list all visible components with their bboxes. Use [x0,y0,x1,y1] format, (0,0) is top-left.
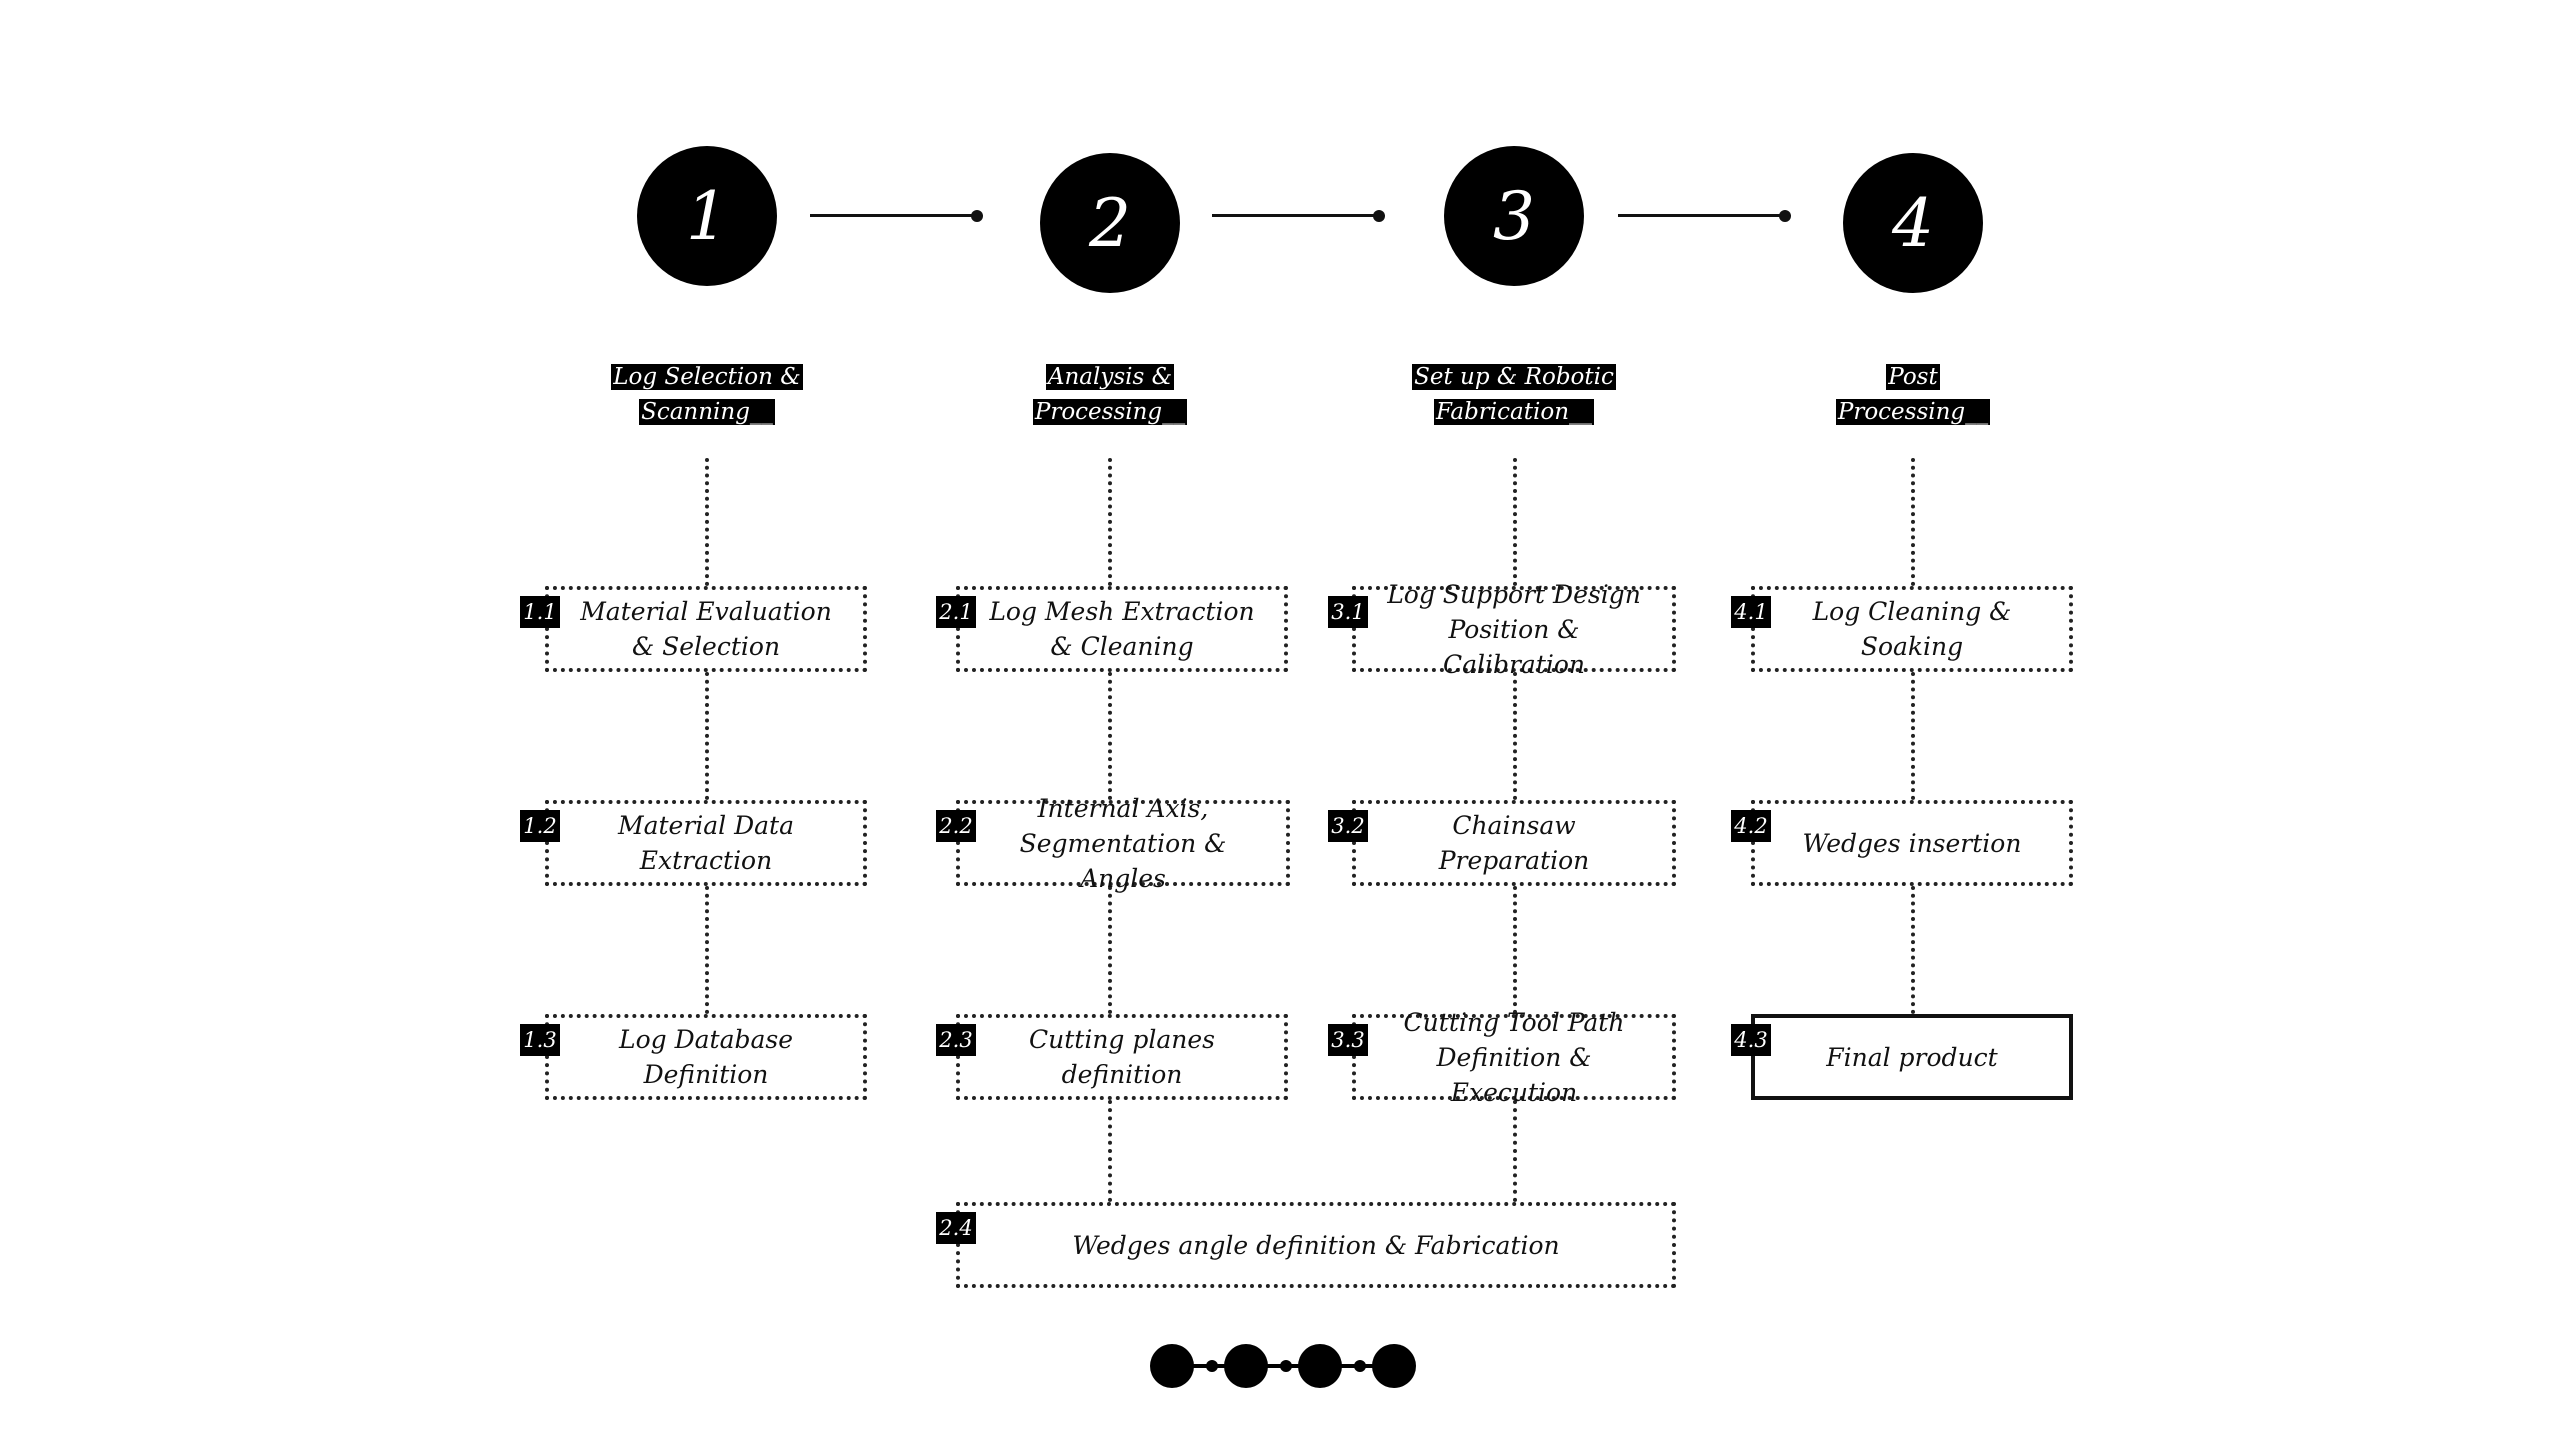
step-2-4-badge: 2.4 [936,1212,976,1244]
connector-2-1-to-2-2 [1108,672,1112,800]
step-2-2-text: Internal Axis, Segmentation & Angles [1019,793,1227,893]
connector-1-2-to-1-3 [705,886,709,1014]
step-1-2-box: Material Data Extraction [545,800,867,886]
phase-1-number: 1 [686,177,728,255]
connector-3-label-to-3-1 [1513,458,1517,586]
phase-connector-3-4 [1618,214,1786,217]
step-3-3-badge: 3.3 [1328,1024,1368,1056]
connector-1-label-to-1-1 [705,458,709,586]
connector-2-3-to-2-4 [1108,1100,1112,1202]
step-3-3-box: Cutting Tool Path Definition & Execution [1352,1008,1676,1107]
pager-dot-1[interactable] [1150,1344,1194,1388]
phase-1-label-line1: Log Selection & [611,364,803,390]
phase-3-label: Set up & Robotic Fabrication__ [1384,360,1644,430]
connector-4-label-to-4-1 [1911,458,1915,586]
connector-4-2-to-4-3 [1911,886,1915,1014]
step-4-2-box: Wedges insertion [1751,800,2073,886]
connector-3-2-to-3-3 [1513,886,1517,1014]
step-3-2-badge: 3.2 [1328,810,1368,842]
step-1-1-box: Material Evaluation & Selection [545,586,867,672]
phase-4-circle: 4 [1843,153,1983,293]
phase-2-label: Analysis & Processing__ [980,360,1240,430]
step-4-1-text: Log Cleaning & Soaking [1812,597,2012,661]
step-1-3-text: Log Database Definition [618,1025,794,1089]
phase-4-label-line2: Processing__ [1835,399,1991,425]
step-4-1-badge: 4.1 [1731,596,1771,628]
connector-1-1-to-1-2 [705,672,709,800]
phase-2-label-line2: Processing__ [1032,399,1188,425]
step-3-3-text: Cutting Tool Path Definition & Execution [1403,1007,1625,1107]
connector-2-2-to-2-3 [1108,886,1112,1014]
step-3-2-text: Chainsaw Preparation [1438,811,1590,875]
phase-4-label: Post Processing__ [1783,360,2043,430]
step-4-1-box: Log Cleaning & Soaking [1751,586,2073,672]
phase-4-label-line1: Post [1886,364,1940,390]
connector-3-1-to-3-2 [1513,672,1517,800]
step-1-1-text: Material Evaluation & Selection [580,597,832,661]
step-2-3-text: Cutting planes definition [1029,1025,1215,1089]
phase-2-circle: 2 [1040,153,1180,293]
phase-3-number: 3 [1493,177,1535,255]
phase-3-label-line2: Fabrication__ [1433,399,1595,425]
pager-dot-2[interactable] [1224,1344,1268,1388]
phase-connector-1-2 [810,214,978,217]
phase-connector-2-3 [1212,214,1380,217]
step-2-4-text: Wedges angle definition & Fabrication [1072,1230,1560,1260]
step-1-1-badge: 1.1 [520,596,560,628]
step-1-2-badge: 1.2 [520,810,560,842]
step-2-4-box: Wedges angle definition & Fabrication [956,1202,1676,1288]
step-4-2-badge: 4.2 [1731,810,1771,842]
phase-2-label-line1: Analysis & [1045,364,1175,390]
step-3-2-box: Chainsaw Preparation [1352,800,1676,886]
connector-4-1-to-4-2 [1911,672,1915,800]
phase-2-number: 2 [1089,184,1131,262]
step-4-2-text: Wedges insertion [1802,828,2022,858]
pager-dot-3[interactable] [1298,1344,1342,1388]
step-2-2-box: Internal Axis, Segmentation & Angles [956,794,1290,893]
connector-2-label-to-2-1 [1108,458,1112,586]
step-3-1-box: Log Support Design Position & Calibratio… [1352,580,1676,679]
step-2-1-text: Log Mesh Extraction & Cleaning [989,597,1255,661]
step-4-3-box: Final product [1751,1014,2073,1100]
phase-3-circle: 3 [1444,146,1584,286]
phase-3-label-line1: Set up & Robotic [1412,364,1616,390]
pager-joint-2 [1280,1360,1292,1372]
step-2-2-badge: 2.2 [936,810,976,842]
step-1-3-badge: 1.3 [520,1024,560,1056]
step-2-1-box: Log Mesh Extraction & Cleaning [956,586,1288,672]
phase-connector-3-4-end [1779,210,1791,222]
step-1-3-box: Log Database Definition [545,1014,867,1100]
step-1-2-text: Material Data Extraction [617,811,795,875]
step-2-3-badge: 2.3 [936,1024,976,1056]
pager-joint-3 [1354,1360,1366,1372]
phase-1-label-line2: Scanning__ [639,399,775,425]
step-4-3-badge: 4.3 [1731,1024,1771,1056]
pager-joint-1 [1206,1360,1218,1372]
phase-1-label: Log Selection & Scanning__ [577,360,837,430]
connector-3-3-to-2-4 [1513,1100,1517,1202]
step-4-3-text: Final product [1826,1042,1998,1072]
step-3-1-text: Log Support Design Position & Calibratio… [1387,579,1641,679]
step-2-3-box: Cutting planes definition [956,1014,1288,1100]
step-3-1-badge: 3.1 [1328,596,1368,628]
phase-connector-2-3-end [1373,210,1385,222]
step-2-1-badge: 2.1 [936,596,976,628]
pager-dot-4[interactable] [1372,1344,1416,1388]
phase-1-circle: 1 [637,146,777,286]
phase-4-number: 4 [1892,184,1934,262]
phase-connector-1-2-end [971,210,983,222]
